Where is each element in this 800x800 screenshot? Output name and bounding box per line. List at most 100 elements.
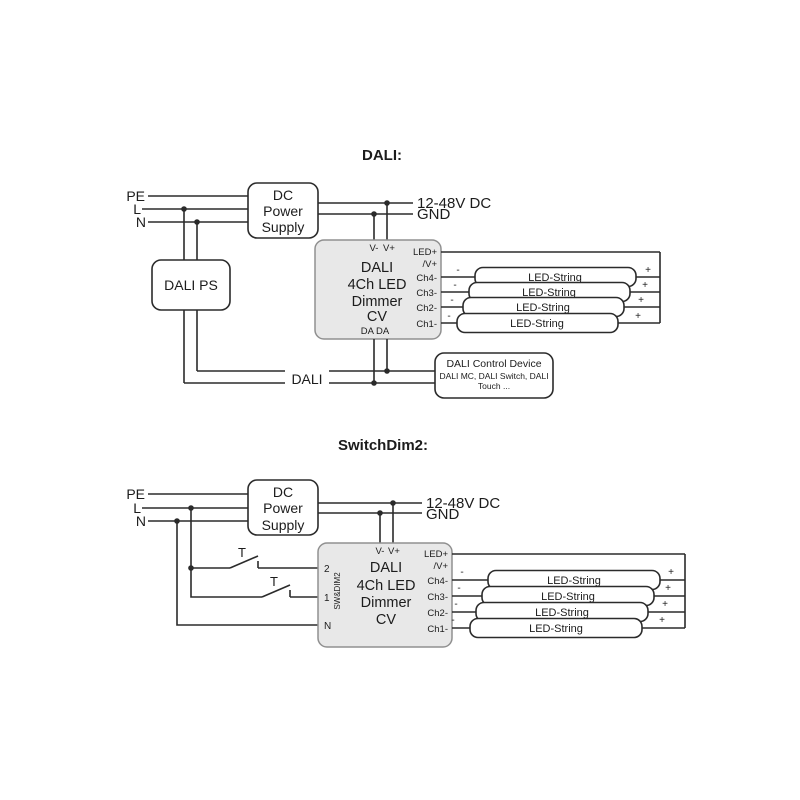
v-plus-out-terminal: /V+ [422,259,437,270]
dali-bus-label: DALI [291,371,322,387]
mains-input: PE L N [126,188,248,230]
v-plus-out-terminal: /V+ [433,561,448,572]
dimmer-name-line3: Dimmer [352,294,403,310]
mains-wires [142,195,248,223]
pe-label: PE [126,188,145,204]
led-string-label: LED-String [522,287,576,299]
led-string-label: LED-String [541,591,595,603]
polarity-minus: - [447,311,450,322]
led-plus-bus [452,553,686,628]
swdim2-port-label: SW&DIM2 [333,572,342,610]
dali-control-device: DALI Control Device DALI MC, DALI Switch… [434,352,554,399]
led-string-label: LED-String [510,318,564,330]
dali-ps-feed-wires [183,209,198,383]
da-terminals: DA DA [361,326,390,337]
polarity-minus: - [450,295,453,306]
led-strings: LED-String LED-String LED-String LED-Str… [441,251,661,334]
pe-label: PE [126,486,145,502]
dimmer-name-line2: 4Ch LED [348,277,407,293]
switch-1 [229,555,318,569]
dimmer-name-line4: CV [376,612,396,628]
dimmer-name-line1: DALI [370,560,402,576]
v-supply-wires [379,503,394,543]
dimmer-name-line2: 4Ch LED [357,578,416,594]
dc-supply-line3: Supply [262,517,305,533]
led-dimmer: V- V+ DALI 4Ch LED Dimmer CV DA DA LED+ … [314,239,442,340]
control-device-sub2: Touch ... [478,381,510,391]
dc-output-wires [318,502,422,514]
led-string-label: LED-String [547,575,601,587]
junction-dot [188,565,194,571]
channel-wires [452,579,488,629]
v-minus-terminal: V- [376,546,385,557]
ch3-terminal: Ch3- [416,288,437,299]
switch-circuits: T T [176,508,318,626]
ch1-terminal: Ch1- [427,624,448,635]
mains-wires [142,493,248,522]
dc-output-wires [318,202,413,215]
dc-supply-line2: Power [263,500,303,516]
led-plus-bus [441,251,661,323]
led-string-label: LED-String [528,272,582,284]
led-string-label: LED-String [516,302,570,314]
ch4-terminal: Ch4- [427,576,448,587]
switch-feed-wires [176,508,318,626]
section-title-dali: DALI: [362,147,402,164]
dc-power-supply-box [247,479,319,536]
gnd-label: GND [417,206,451,223]
led-strings: LED-String LED-String LED-String LED-Str… [451,553,686,639]
control-device-sub1: DALI MC, DALI Switch, DALI [439,371,548,381]
v-plus-terminal: V+ [383,243,395,254]
dc-power-supply: DC Power Supply [247,479,319,536]
polarity-plus: + [665,583,671,594]
polarity-minus: - [460,567,463,578]
led-string-label: LED-String [529,623,583,635]
control-device-title: DALI Control Device [446,358,541,370]
switch-1-label: T [238,545,246,560]
switch-2-label: T [270,574,278,589]
dc-output: 12-48V DC GND [318,195,491,240]
dc-supply-line3: Supply [262,219,305,235]
dc-supply-line2: Power [263,203,303,219]
terminal-n: N [324,621,331,632]
dc-power-supply: DC Power Supply [247,182,319,239]
ch3-terminal: Ch3- [427,592,448,603]
dali-ps-label: DALI PS [164,277,218,293]
polarity-plus: + [662,599,668,610]
ch2-terminal: Ch2- [427,608,448,619]
dali-ps-box [151,259,231,311]
dali-section: DALI: PE L N DC Power Supply 12-48V DC G… [126,147,661,399]
polarity-plus: + [645,265,651,276]
dc-supply-line1: DC [273,484,293,500]
l-label: L [133,500,141,516]
bus-label-backing [285,366,329,386]
led-dimmer: V- V+ 2 1 N SW&DIM2 DALI 4Ch LED Dimmer … [317,542,453,648]
polarity-minus: - [454,599,457,610]
polarity-plus: + [668,567,674,578]
l-label: L [133,201,141,217]
v-minus-terminal: V- [370,243,379,254]
polarity-minus: - [451,615,454,626]
dc-supply-line1: DC [273,187,293,203]
polarity-minus: - [456,265,459,276]
led-string-label: LED-String [535,607,589,619]
control-device-box [434,352,554,399]
v-plus-terminal: V+ [388,546,400,557]
led-string-box [469,617,643,639]
n-label: N [136,513,146,529]
voltage-label: 12-48V DC [417,195,491,212]
dc-power-supply-box [247,182,319,239]
section-title-switchdim2: SwitchDim2: [338,437,428,454]
ch4-terminal: Ch4- [416,273,437,284]
polarity-minus: - [453,280,456,291]
dc-output: 12-48V DC GND [318,495,500,543]
dimmer-name-line1: DALI [361,260,393,276]
dali-bus: DALI [184,366,435,387]
polarity-plus: + [659,615,665,626]
gnd-label: GND [426,506,460,523]
switchdim2-section: SwitchDim2: PE L N DC Power Supply 12-48… [126,437,686,648]
da-bus-wires [373,339,388,383]
polarity-plus: + [635,311,641,322]
